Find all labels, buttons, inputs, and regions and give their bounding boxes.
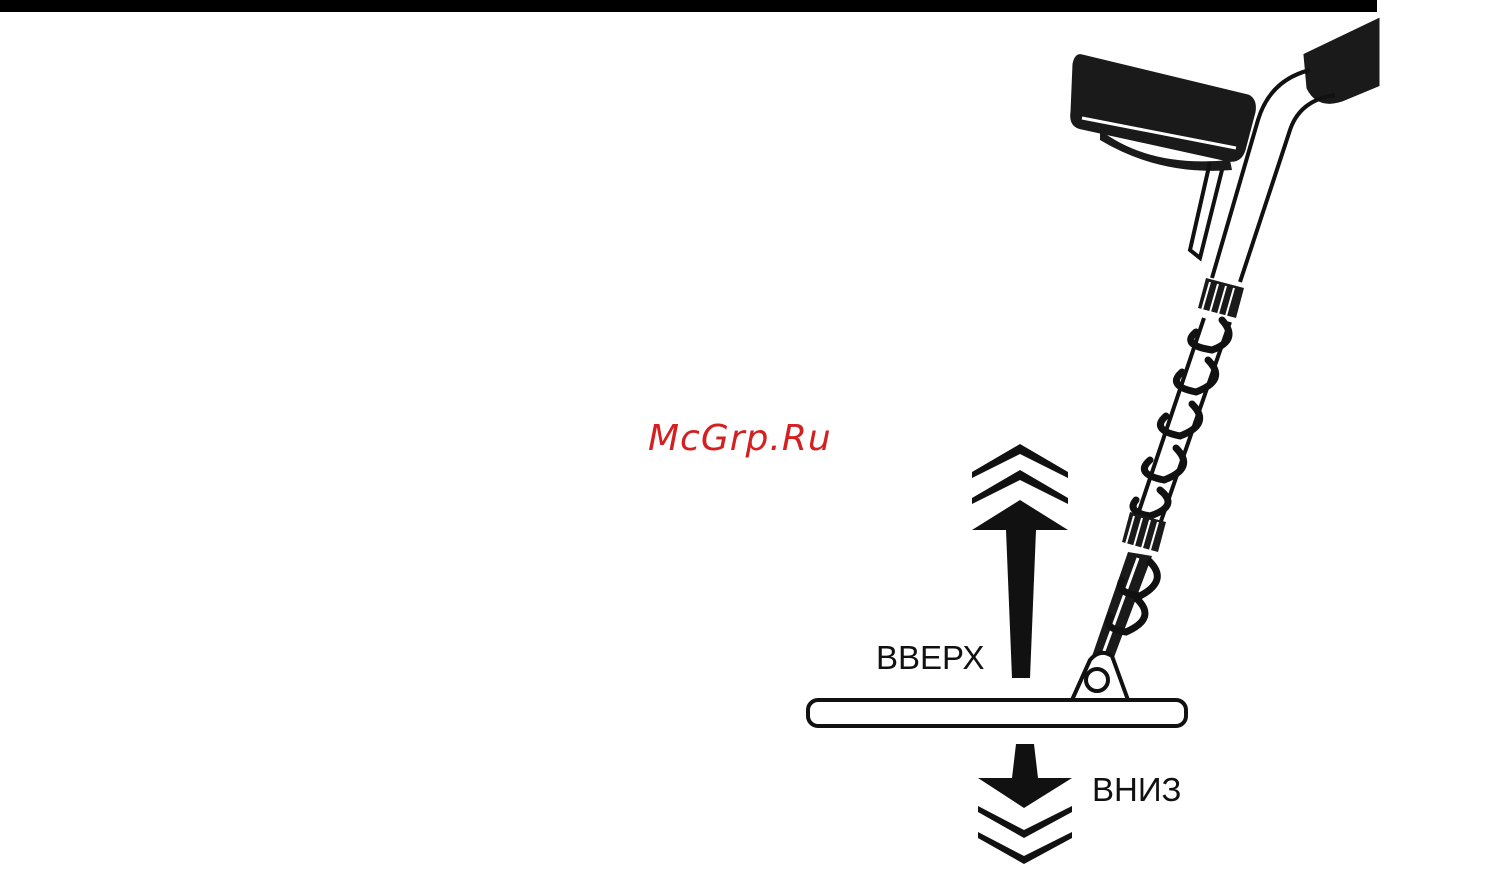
up-arrow-icon — [972, 444, 1068, 678]
search-coil — [808, 700, 1186, 726]
up-label: ВВЕРХ — [876, 641, 985, 674]
watermark: McGrp.Ru — [648, 418, 832, 459]
lower-shaft — [1090, 552, 1157, 668]
upper-lock-collar — [1198, 278, 1244, 318]
down-arrow-icon — [978, 744, 1072, 864]
coil-mount — [1072, 653, 1128, 700]
down-label: ВНИЗ — [1092, 773, 1182, 806]
lower-lock-collar — [1122, 512, 1166, 552]
handle-grip — [1305, 20, 1378, 102]
